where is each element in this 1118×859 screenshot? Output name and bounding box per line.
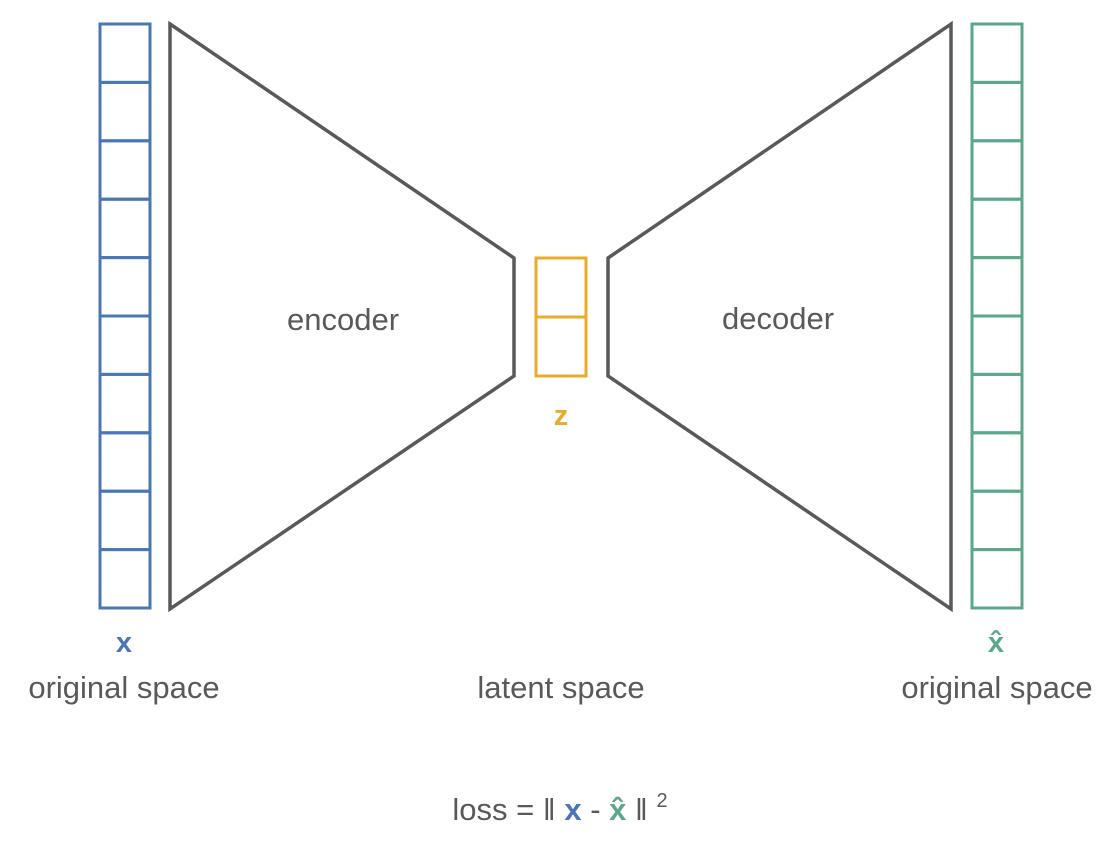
output-vector-cell (970, 372, 1024, 435)
output-caption: original space (901, 670, 1092, 705)
decoder-trapezoid (606, 20, 953, 613)
output-vector-cell (970, 489, 1024, 552)
encoder-trapezoid (168, 20, 516, 613)
loss-suffix: ‖ (635, 792, 648, 827)
loss-prefix: loss = ‖ (452, 792, 555, 827)
loss-formula: loss = ‖ x - x̂ ‖ 2 (452, 790, 667, 827)
input-vector-cell (98, 256, 152, 318)
input-symbol: x (116, 627, 132, 659)
latent-vector-cell (534, 256, 588, 319)
decoder-label: decoder (722, 301, 834, 336)
encoder-label: encoder (287, 302, 399, 337)
input-vector-cell (98, 431, 152, 493)
latent-caption: latent space (477, 670, 644, 705)
output-vector-cell (970, 197, 1024, 260)
output-vector-cell (970, 22, 1024, 84)
input-vector-cell (98, 80, 152, 143)
output-vector-cell (970, 80, 1024, 143)
input-vector-cell (98, 197, 152, 260)
output-vector-cell (970, 548, 1024, 610)
input-vector-cell (98, 372, 152, 435)
output-vector-cell (970, 256, 1024, 318)
loss-minus: - (590, 792, 600, 827)
loss-xhat: x̂ (609, 792, 627, 827)
output-vector-cell (970, 431, 1024, 493)
input-vector-cell (98, 22, 152, 84)
input-vector-cell (98, 548, 152, 610)
latent-symbol: z (554, 400, 569, 432)
output-vector-cell (970, 139, 1024, 201)
latent-vector-cell (534, 315, 588, 378)
input-caption: original space (28, 670, 219, 705)
input-vector-cell (98, 314, 152, 376)
loss-x: x (564, 792, 582, 827)
input-vector (98, 22, 152, 610)
input-vector-cell (98, 489, 152, 552)
output-symbol: x̂ (988, 627, 1004, 659)
input-vector-cell (98, 139, 152, 201)
loss-exponent: 2 (656, 790, 667, 812)
output-vector (970, 22, 1024, 610)
latent-vector (534, 256, 588, 378)
output-vector-cell (970, 314, 1024, 376)
